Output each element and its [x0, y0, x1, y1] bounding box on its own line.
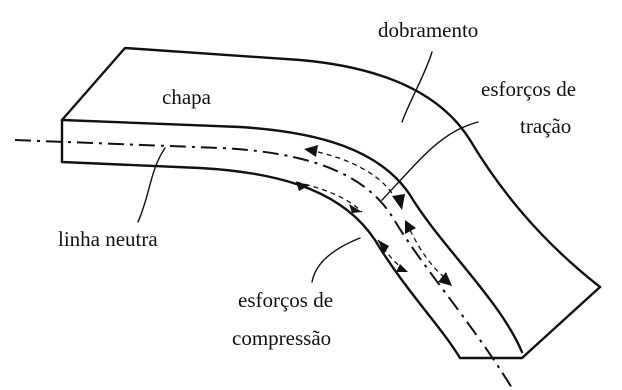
tension-arrow-line-2	[409, 229, 446, 279]
leader-compressao	[311, 237, 361, 283]
label-compressao-line2: compressão	[232, 326, 331, 350]
leader-tracao	[381, 121, 479, 201]
sheet-top-face	[60, 46, 602, 289]
label-compressao-line1: esforços de	[238, 288, 333, 312]
label-tracao-line1: esforços de	[481, 77, 576, 101]
tension-arrows	[304, 145, 452, 286]
label-dobramento: dobramento	[378, 18, 478, 42]
compression-arrows	[295, 181, 409, 273]
label-tracao-line2: tração	[520, 114, 571, 138]
compression-arrowhead-right	[349, 204, 362, 213]
label-linha-neutra: linha neutra	[58, 227, 158, 251]
sheet-front-upper-edge	[60, 118, 524, 354]
leader-dobramento	[401, 51, 433, 123]
sheet-bottom-edge	[458, 285, 602, 360]
label-chapa: chapa	[162, 85, 212, 109]
tension-arrowhead-right	[392, 194, 405, 210]
compression-arrowhead-lower-right	[396, 264, 408, 272]
tension-arrowhead-left	[304, 145, 318, 157]
neutral-line	[14, 139, 513, 389]
compression-arrowhead-lower-left	[378, 240, 389, 254]
sheet-front-lower-edge	[60, 160, 462, 360]
leader-linha-neutra	[137, 147, 166, 223]
tension-arrowhead-lower-left	[405, 220, 416, 234]
tension-arrowhead-lower-right	[438, 272, 452, 286]
compression-arrowhead-left	[296, 182, 310, 191]
tension-arrow-line	[317, 151, 396, 199]
